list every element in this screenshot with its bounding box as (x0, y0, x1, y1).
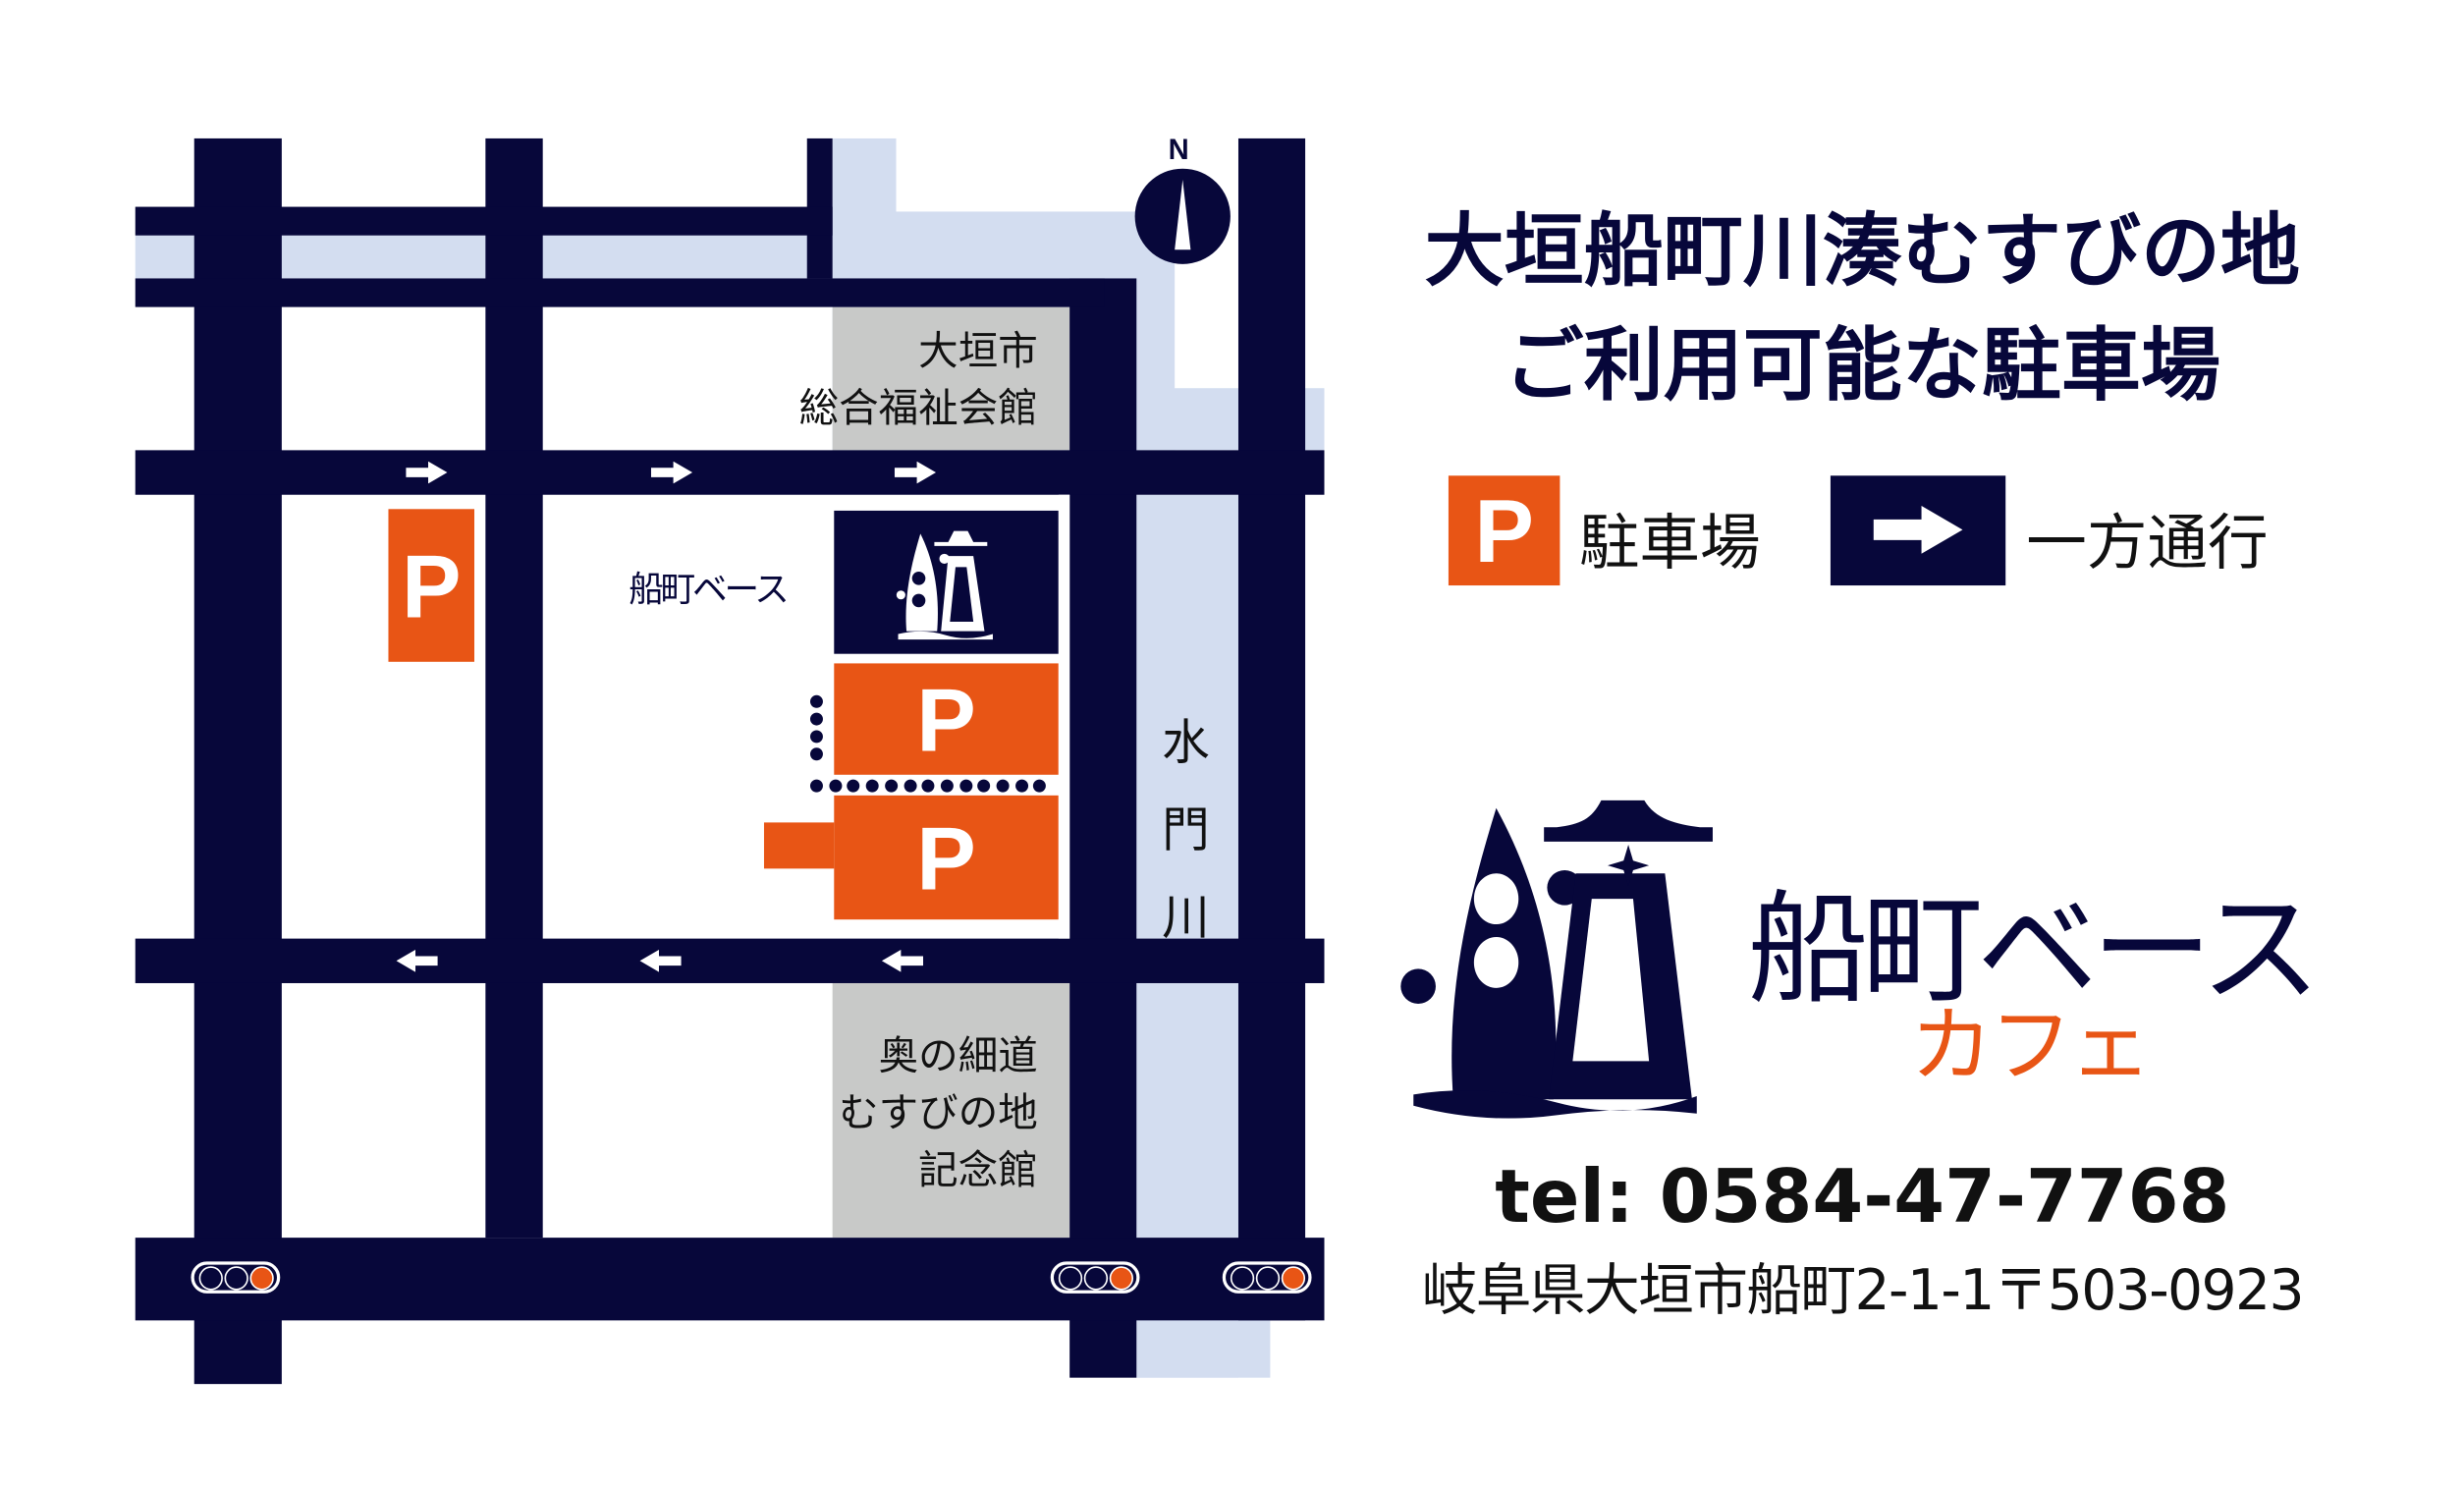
road-h4 (135, 938, 1325, 983)
memorial-hall-label: 奥の細道 むすびの地 記念館 (839, 1027, 1038, 1199)
parking-south: P (834, 795, 1059, 920)
legend-parking-icon: P (1448, 475, 1561, 586)
logo-icon (896, 530, 993, 640)
path-dot (809, 712, 823, 726)
arrow-right-icon (650, 461, 693, 484)
legend-parking-label: 駐車場 (1578, 507, 1761, 578)
parking-north: P (834, 663, 1059, 775)
river-bottom (1136, 1320, 1271, 1378)
arrow-right-icon (894, 461, 937, 484)
funamachi-base-logo-icon (1400, 800, 1713, 1119)
road-h5 (135, 1238, 1325, 1321)
white-outline-right (1058, 494, 1070, 939)
arrow-right-icon (1873, 505, 1963, 554)
road-h1 (135, 206, 833, 236)
path-dot (809, 694, 823, 708)
memorial-hall-line2: むすびの地 (839, 1089, 1038, 1136)
memorial-hall-block (832, 982, 1070, 1239)
road-v5 (1237, 138, 1306, 1321)
compass-icon (1134, 168, 1231, 264)
welfare-hall-line2: 総合福祉会館 (798, 384, 1038, 431)
path-dot (940, 779, 954, 793)
road-h2 (135, 278, 1105, 307)
memorial-hall-line1: 奥の細道 (878, 1032, 1038, 1079)
path-dot (865, 779, 879, 793)
river-vertical (1136, 494, 1238, 1378)
traffic-light-icon (191, 1261, 281, 1294)
title-line1: 大垣船町川湊むすびの地 (1424, 204, 2301, 298)
road-v2 (485, 138, 543, 1239)
shop-label: 船町ベース (629, 571, 790, 611)
parking-south-entrance (763, 822, 835, 869)
logo-name: 船町ベース (1747, 878, 2322, 1020)
legend-oneway-icon (1830, 475, 2006, 586)
memorial-hall-line3: 記念館 (918, 1146, 1038, 1193)
welfare-hall-label: 大垣市 総合福祉会館 (799, 323, 1038, 438)
arrow-left-icon (639, 949, 682, 972)
path-dot (847, 779, 860, 793)
title-line2: ご利用可能な駐車場 (1504, 319, 2221, 413)
path-dot (809, 747, 823, 761)
path-dot (921, 779, 935, 793)
welfare-hall-line1: 大垣市 (918, 327, 1038, 374)
logo-sub: カフェ (1909, 999, 2152, 1095)
funamachi-base-building (834, 510, 1059, 654)
arrow-left-icon (881, 949, 924, 972)
arrow-right-icon (406, 461, 448, 484)
north-label: N (1168, 134, 1189, 166)
arrow-left-icon (396, 949, 438, 972)
legend-oneway-label: 一方通行 (2026, 507, 2269, 578)
path-dot (809, 730, 823, 744)
phone-number: tel: 0584-47-7768 (1495, 1153, 2230, 1240)
path-dot (977, 779, 991, 793)
road-v1 (193, 138, 282, 1385)
traffic-light-icon (1222, 1261, 1312, 1294)
road-v4 (1069, 278, 1137, 1378)
address: 岐阜県大垣市船町2-1-1〒503-0923 (1421, 1259, 2305, 1324)
traffic-light-icon (1050, 1261, 1140, 1294)
path-dot (996, 779, 1010, 793)
road-h3 (135, 450, 1325, 495)
river-label-char: 門 (1162, 802, 1210, 859)
path-dot (1014, 779, 1028, 793)
parking-west: P (388, 509, 474, 662)
river-label: 水 門 川 (1157, 700, 1214, 963)
welfare-hall-block (832, 306, 1076, 451)
path-dot (1033, 779, 1047, 793)
page-title: 大垣船町川湊むすびの地 ご利用可能な駐車場 (1369, 194, 2356, 423)
path-dot (958, 779, 972, 793)
path-dot (828, 779, 842, 793)
river-label-char: 川 (1162, 891, 1210, 947)
path-dot (884, 779, 898, 793)
river-label-char: 水 (1162, 715, 1210, 772)
path-dot (903, 779, 916, 793)
path-dot (809, 779, 823, 793)
